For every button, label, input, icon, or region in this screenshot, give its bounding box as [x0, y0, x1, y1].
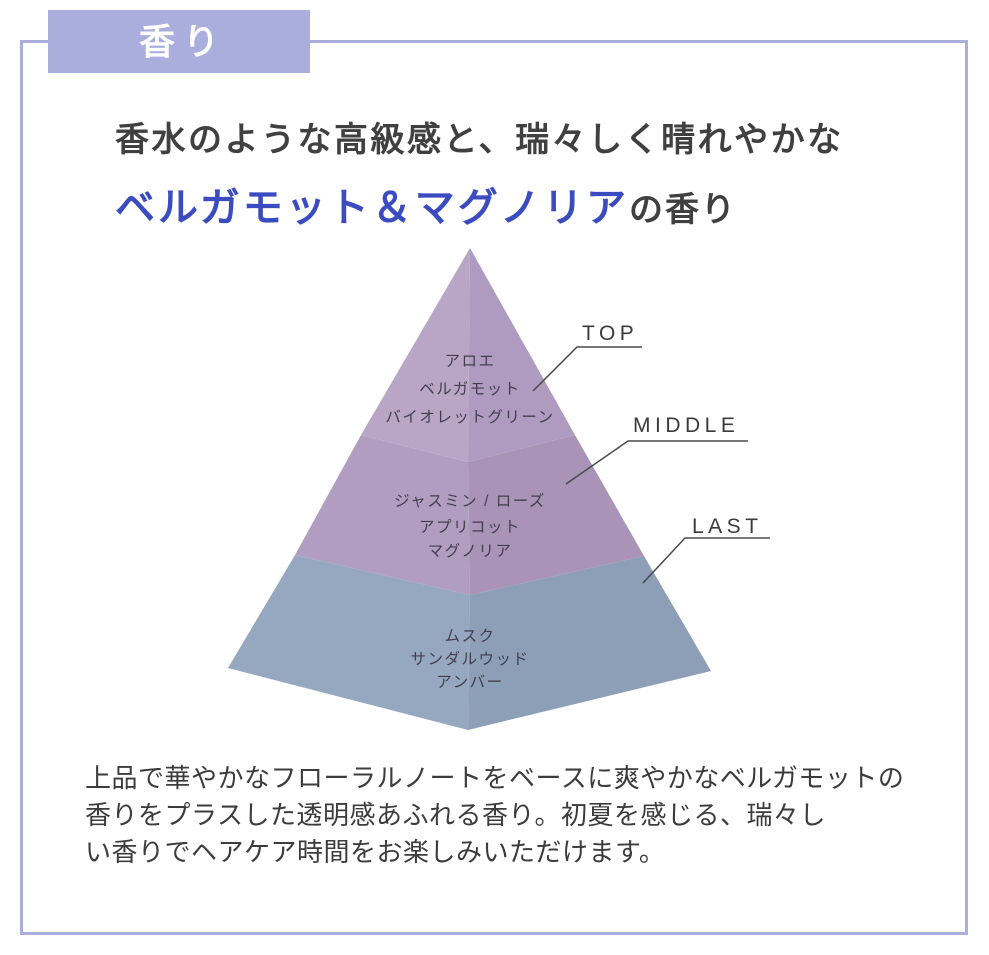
last-note-face-left [228, 555, 470, 730]
fragrance-heading: 香水のような高級感と、瑞々しく晴れやかな ベルガモット＆マグノリア の香り [115, 112, 844, 233]
middle-note-face-right [468, 435, 644, 595]
top-level-label: TOP [582, 322, 638, 345]
pyramid-level-labels: TOP MIDDLE LAST [582, 322, 763, 538]
top-note-line-1: アロエ [444, 353, 495, 370]
middle-note-face-left [295, 435, 470, 595]
last-note-line-2: サンダルウッド [410, 650, 529, 668]
last-leader-line [642, 537, 770, 584]
top-note-face-right [468, 248, 575, 462]
middle-note-line-2: アプリコット [419, 518, 521, 536]
last-note-line-3: アンバー [436, 674, 503, 691]
middle-leader-line [565, 440, 748, 485]
heading-line1: 香水のような高級感と、瑞々しく晴れやかな [115, 121, 844, 159]
section-header-tab: 香り [48, 10, 310, 73]
fragrance-description: 上品で華やかなフローラルノートをベースに爽やかなベルガモットの 香りをプラスした… [85, 760, 935, 871]
pyramid-leader-lines [532, 346, 770, 584]
heading-suffix: の香り [629, 191, 737, 229]
heading-line2: ベルガモット＆マグノリア の香り [115, 175, 844, 233]
top-leader-line [532, 346, 642, 392]
top-note-line-2: ベルガモット [419, 380, 521, 398]
pyramid-note-texts: アロエ ベルガモット バイオレットグリーン ジャスミン / ローズ アプリコット… [385, 353, 554, 691]
top-note-line-3: バイオレットグリーン [385, 408, 554, 426]
middle-note-line-3: マグノリア [428, 542, 513, 560]
last-level-label: LAST [692, 515, 763, 538]
section-header-label: 香り [138, 20, 227, 62]
top-note-face-left [361, 248, 470, 462]
last-note-line-1: ムスク [444, 627, 495, 645]
middle-level-label: MIDDLE [633, 414, 739, 437]
last-note-face-right [468, 556, 711, 730]
middle-note-line-1: ジャスミン / ローズ [394, 492, 546, 510]
description-line-3: い香りでヘアケア時間をお楽しみいただけます。 [85, 837, 666, 867]
content-frame-border [20, 40, 968, 935]
description-line-2: 香りをプラスした透明感あふれる香り。初夏を感じる、瑞々し [85, 800, 826, 830]
heading-keyword: ベルガモット＆マグノリア [115, 186, 629, 230]
description-line-1: 上品で華やかなフローラルノートをベースに爽やかなベルガモットの [85, 763, 905, 793]
pyramid-faces [228, 248, 711, 730]
